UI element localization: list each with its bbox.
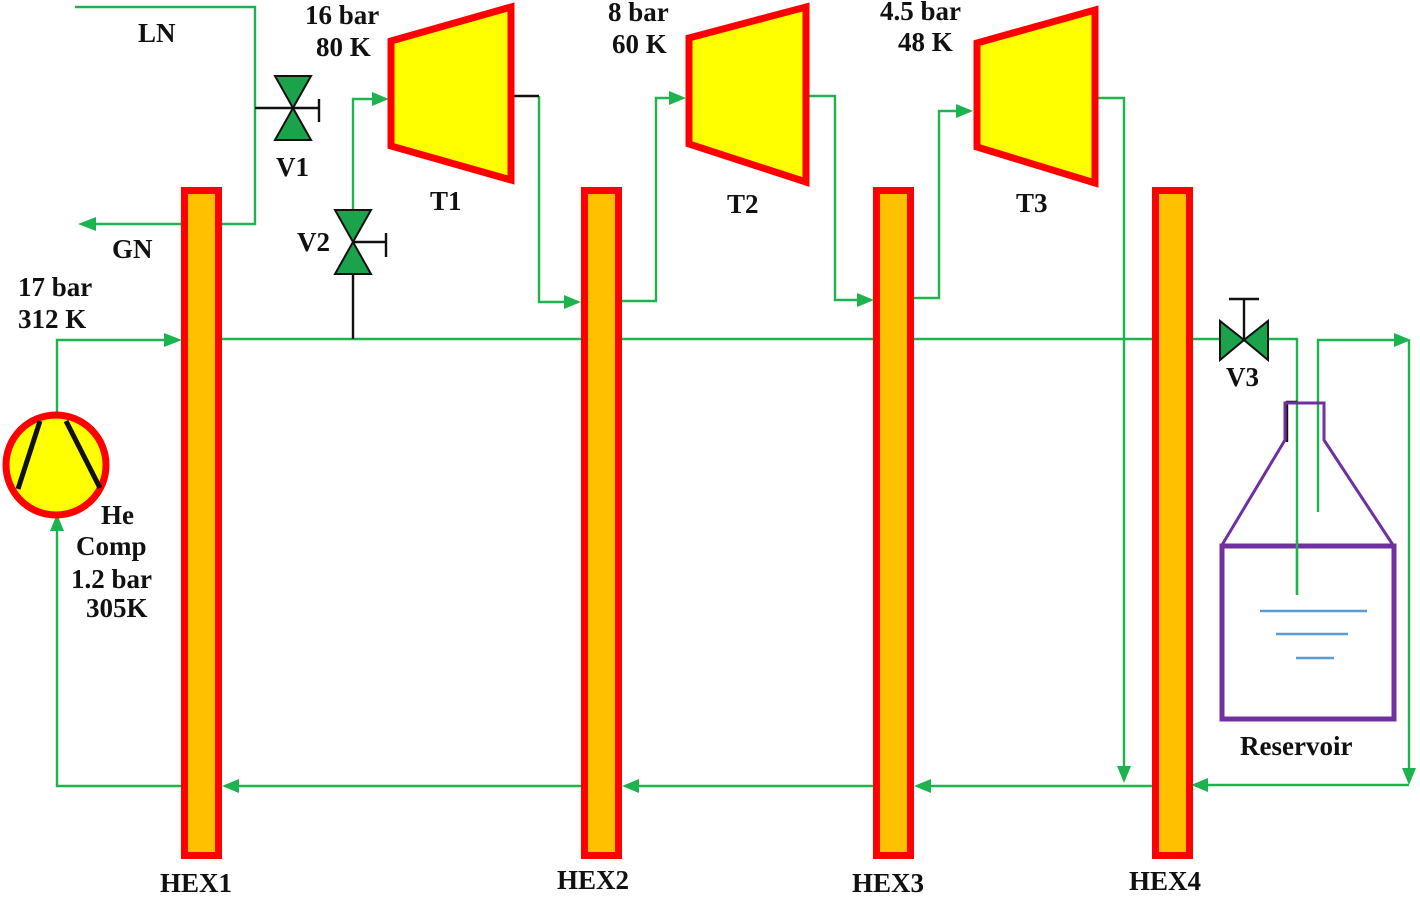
turbine-t1[interactable] — [387, 2, 515, 185]
valve-v3[interactable] — [1219, 297, 1269, 363]
labels: LN GN 17 bar 312 K He Comp 1.2 bar 305K … — [18, 0, 1352, 897]
hex3-return-arrow — [914, 779, 931, 793]
reservoir-label: Reservoir — [1240, 731, 1352, 761]
t3-inlet-arrow — [956, 104, 973, 118]
reservoir-vent-line — [1316, 338, 1398, 512]
hex2-return-arrow — [622, 779, 639, 793]
t3-return-arrow — [1117, 766, 1131, 783]
hex1[interactable] — [181, 187, 222, 859]
compressor-temperature-label: 305K — [86, 593, 148, 623]
gn-outlet-arrow — [78, 217, 96, 231]
compressor-label-1: He — [101, 500, 134, 530]
hex1-inlet-arrow — [164, 333, 182, 347]
t3-outlet-line — [1097, 96, 1126, 770]
t1-pressure-label: 16 bar — [305, 0, 379, 30]
hex3-label: HEX3 — [852, 868, 924, 897]
compressor-label-2: Comp — [76, 531, 147, 561]
inlet-temperature-label: 312 K — [18, 304, 86, 334]
t3-pressure-label: 4.5 bar — [880, 0, 961, 26]
valve-v2-label: V2 — [297, 227, 330, 257]
t2-pressure-label: 8 bar — [608, 0, 669, 27]
turbine-t2[interactable] — [685, 2, 810, 187]
hex2-label: HEX2 — [557, 865, 629, 895]
t2-inlet-arrow — [669, 91, 686, 105]
hex3-inlet-arrow — [857, 293, 874, 307]
ln-label: LN — [138, 18, 176, 48]
hex1-return-arrow — [222, 779, 239, 793]
t2-outlet-line — [808, 94, 860, 302]
compressor-suction-arrow — [50, 514, 64, 531]
pipes — [50, 5, 1416, 793]
compressor-pressure-label: 1.2 bar — [71, 564, 152, 594]
valve-v1[interactable] — [273, 75, 321, 141]
hex4[interactable] — [1152, 187, 1193, 859]
t3-temperature-label: 48 K — [898, 27, 953, 57]
t1-outlet-line — [537, 96, 568, 304]
t1-temperature-label: 80 K — [316, 32, 371, 62]
compressor-suction-line — [55, 528, 182, 788]
t1-inlet-arrow — [372, 92, 389, 106]
hex2[interactable] — [581, 187, 622, 859]
t2-temperature-label: 60 K — [612, 29, 667, 59]
compressor-discharge-line — [55, 338, 170, 415]
vent-arrow — [1394, 333, 1411, 347]
t2-inlet-line — [622, 96, 672, 303]
reservoir[interactable] — [1219, 401, 1397, 722]
ln-supply-line — [75, 5, 257, 226]
t1-label: T1 — [430, 186, 462, 216]
hex2-inlet-arrow — [564, 295, 581, 309]
valve-v2[interactable] — [333, 209, 388, 275]
hex4-return-arrow — [1191, 778, 1208, 792]
hex1-label: HEX1 — [160, 868, 232, 897]
t3-label: T3 — [1016, 188, 1048, 218]
inlet-pressure-label: 17 bar — [18, 272, 92, 302]
t1-inlet-line — [351, 97, 375, 210]
hex4-label: HEX4 — [1129, 866, 1201, 896]
valve-v3-label: V3 — [1226, 362, 1259, 392]
gn-label: GN — [112, 234, 153, 264]
he-compressor[interactable] — [2, 411, 110, 519]
t2-label: T2 — [727, 189, 759, 219]
valve-v1-label: V1 — [276, 152, 309, 182]
vent-down-arrow — [1402, 768, 1416, 785]
hex3[interactable] — [873, 187, 914, 859]
turbine-t3[interactable] — [973, 5, 1099, 188]
t3-inlet-line — [914, 109, 958, 300]
